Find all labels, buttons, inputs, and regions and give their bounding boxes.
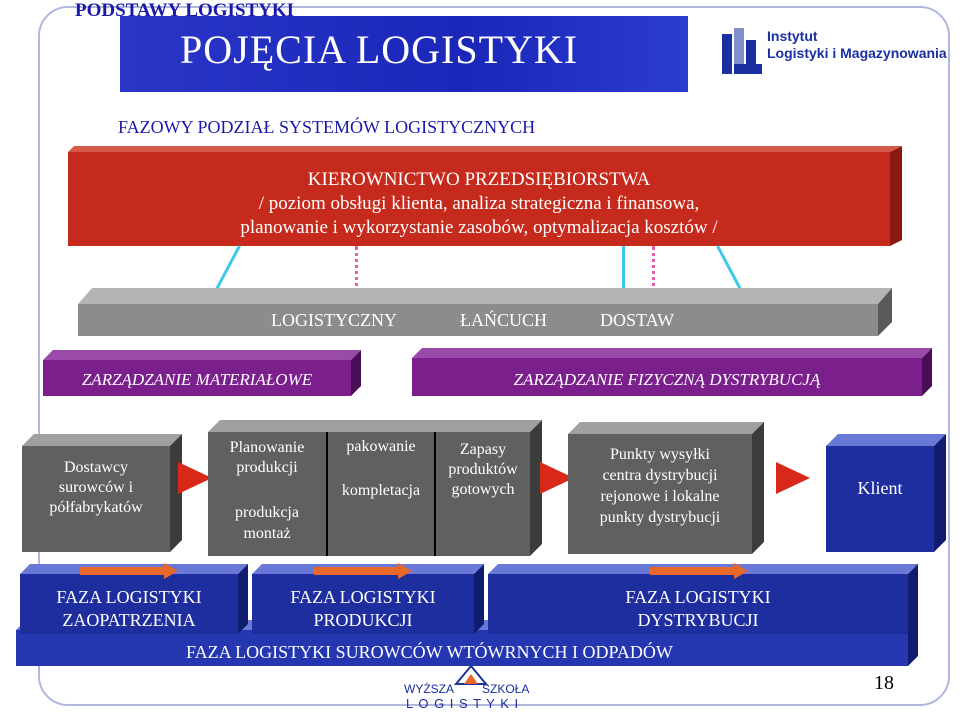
management-line3: planowanie i wykorzystanie zasobów, opty… <box>240 217 718 238</box>
chain-word1: LOGISTYCZNY <box>271 310 397 330</box>
physical-distribution-label: ZARZĄDZANIE FIZYCZNĄ DYSTRYBUCJĄ <box>513 370 821 389</box>
slide-frame <box>38 6 950 706</box>
production-col3-line2: produktów <box>448 461 518 478</box>
school-logo: WYŻSZA SZKOŁA L O G I S T Y K I <box>404 664 540 712</box>
arrow-bar <box>650 567 734 575</box>
school-word2: SZKOŁA <box>482 682 530 696</box>
production-col1-line2: produkcji <box>236 459 298 476</box>
suppliers-line1: Dostawcy <box>64 459 128 476</box>
section-title: PODSTAWY LOGISTYKI <box>75 0 295 21</box>
production-col1-line3: produkcja <box>235 504 299 521</box>
production-col3-line1: Zapasy <box>459 441 507 458</box>
school-word1: WYŻSZA <box>404 682 454 696</box>
distribution-line1: Punkty wysyłki <box>609 446 710 463</box>
supply-chain-bar: LOGISTYCZNY ŁAŃCUCH DOSTAW <box>78 288 892 336</box>
phase-production-box: FAZA LOGISTYKI PRODUKCJI <box>252 563 484 634</box>
divider <box>326 432 328 556</box>
management-line1: KIEROWNICTWO PRZEDSIĘBIORSTWA <box>307 169 651 190</box>
management-box: KIEROWNICTWO PRZEDSIĘBIORSTWA / poziom o… <box>68 146 902 246</box>
school-word3: L O G I S T Y K I <box>406 696 520 711</box>
connector-line <box>622 246 625 294</box>
phase-production-line2: PRODUKCJI <box>313 610 413 630</box>
subtitle: FAZOWY PODZIAŁ SYSTEMÓW LOGISTYCZNYCH <box>118 117 536 137</box>
phase-distribution-box: FAZA LOGISTYKI DYSTRYBUCJI <box>488 563 918 634</box>
suppliers-line2: surowców i <box>58 479 134 496</box>
phase-distribution-line1: FAZA LOGISTYKI <box>625 587 771 607</box>
production-col1-line1: Planowanie <box>229 439 305 456</box>
institute-logo-icon <box>720 26 765 76</box>
phase-supply-line1: FAZA LOGISTYKI <box>56 587 202 607</box>
arrow-right-icon <box>164 563 178 579</box>
institute-line1: Instytut <box>767 28 818 44</box>
client-box: Klient <box>826 434 946 552</box>
production-col2-line2: kompletacja <box>341 482 421 499</box>
institute-line2: Logistyki i Magazynowania <box>767 45 947 61</box>
suppliers-box: Dostawcy surowców i półfabrykatów <box>22 434 182 552</box>
connector-line <box>652 246 655 294</box>
slide-title: POJĘCIA LOGISTYKI <box>180 27 579 72</box>
chain-word2: ŁAŃCUCH <box>460 310 548 330</box>
arrow-bar <box>314 567 398 575</box>
suppliers-line3: półfabrykatów <box>49 499 143 516</box>
arrow-right-icon <box>776 462 810 494</box>
arrow-bar <box>80 567 164 575</box>
divider <box>434 432 436 556</box>
chain-word3: DOSTAW <box>600 310 675 330</box>
arrow-right-icon <box>178 462 212 494</box>
material-management-label: ZARZĄDZANIE MATERIAŁOWE <box>81 370 313 389</box>
management-line2: / poziom obsługi klienta, analiza strate… <box>258 193 700 214</box>
arrow-right-icon <box>398 563 412 579</box>
physical-distribution-box: ZARZĄDZANIE FIZYCZNĄ DYSTRYBUCJĄ <box>412 346 932 396</box>
production-box: Planowanie produkcji produkcja montaż pa… <box>208 420 542 556</box>
arrow-right-icon <box>734 563 748 579</box>
page-number: 18 <box>874 672 894 694</box>
secondary-materials-phase-label: FAZA LOGISTYKI SUROWCÓW WTÓWRNYCH I ODPA… <box>186 642 673 662</box>
phase-supply-line2: ZAOPATRZENIA <box>62 610 196 630</box>
distribution-line4: punkty dystrybucji <box>599 509 721 526</box>
phase-supply-box: FAZA LOGISTYKI ZAOPATRZENIA <box>20 563 248 634</box>
production-col3-line3: gotowych <box>451 481 515 498</box>
connector-line <box>355 246 358 294</box>
school-logo-icon <box>454 664 488 685</box>
distribution-box: Punkty wysyłki centra dystrybucji rejono… <box>568 422 764 554</box>
material-management-box: ZARZĄDZANIE MATERIAŁOWE <box>43 348 361 396</box>
distribution-line3: rejonowe i lokalne <box>600 488 720 505</box>
institute-name: Instytut Logistyki i Magazynowania <box>767 28 947 62</box>
title-bar <box>120 16 688 92</box>
production-col2-line1: pakowanie <box>346 438 416 455</box>
distribution-line2: centra dystrybucji <box>602 467 718 484</box>
client-label: Klient <box>857 478 903 498</box>
production-col1-line4: montaż <box>243 525 291 542</box>
phase-distribution-line2: DYSTRYBUCJI <box>637 610 759 630</box>
phase-production-line1: FAZA LOGISTYKI <box>290 587 436 607</box>
